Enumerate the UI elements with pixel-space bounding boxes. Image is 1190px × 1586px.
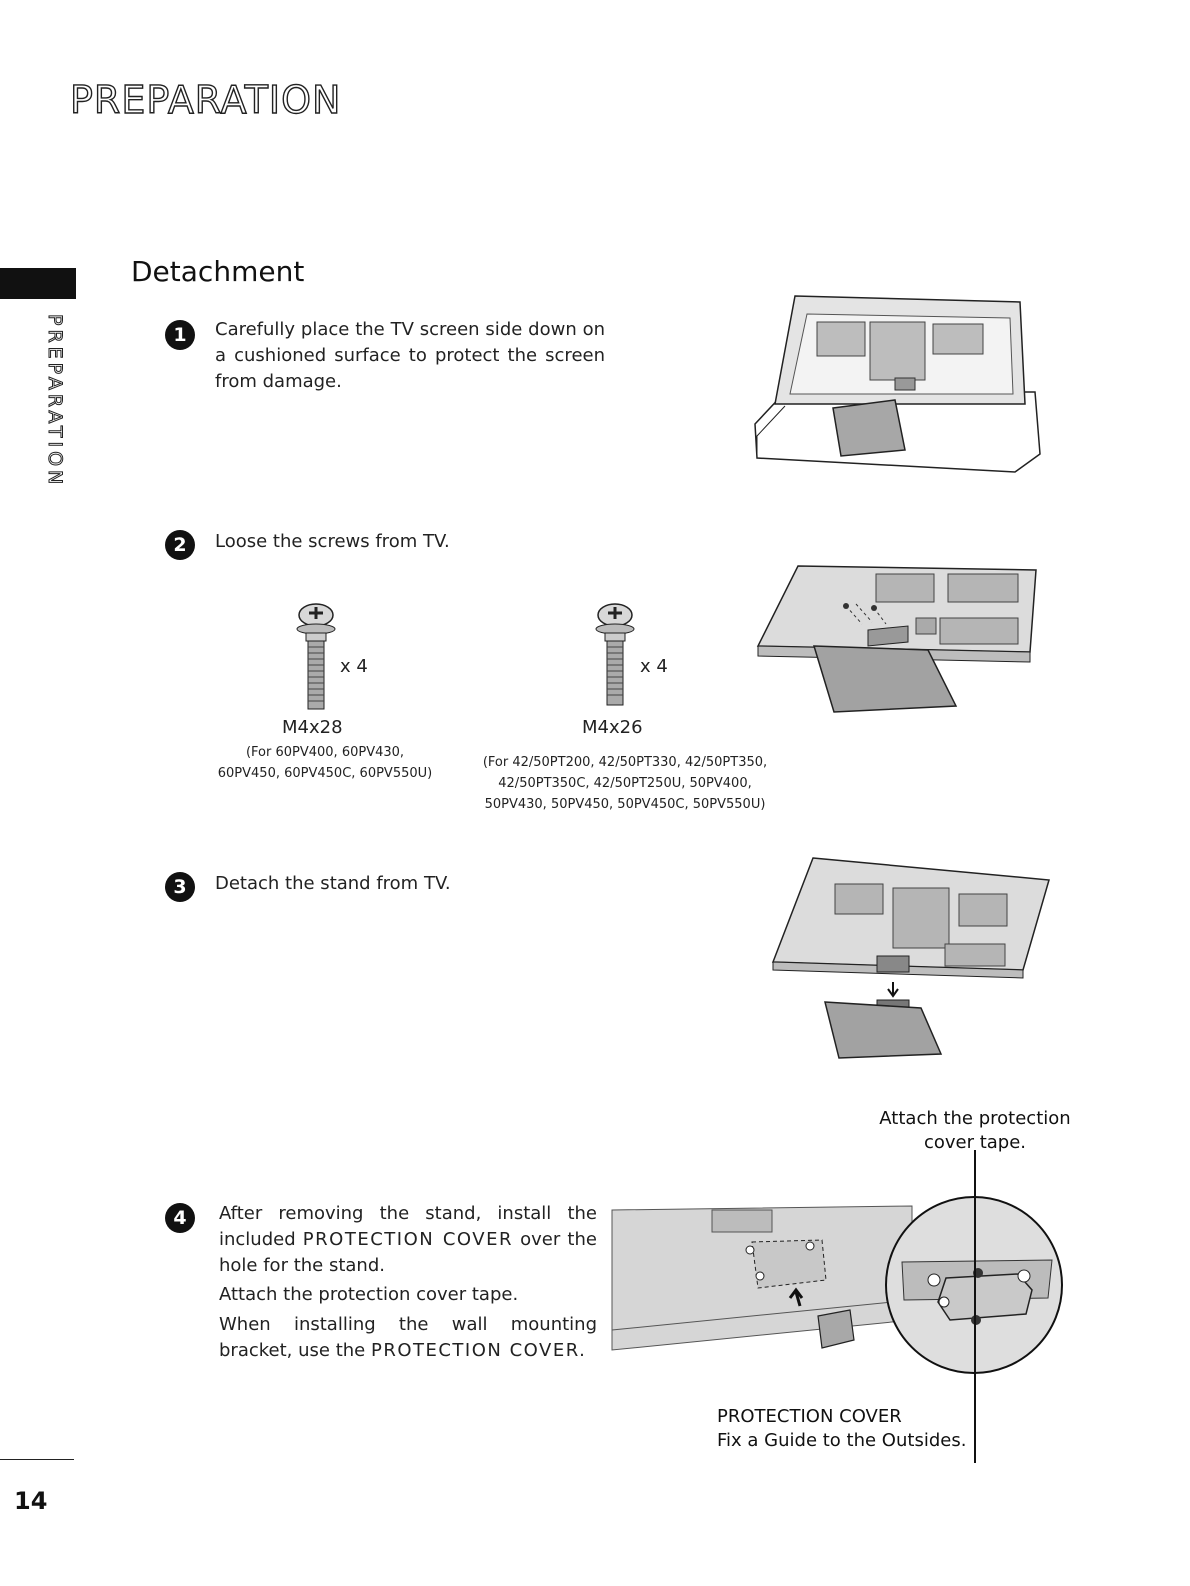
step-4-tape-text: Attach the protection cover tape.	[219, 1284, 519, 1305]
screw-m4x26-models: (For 42/50PT200, 42/50PT330, 42/50PT350,…	[482, 755, 768, 812]
step-1-text: Carefully place the TV screen side down …	[215, 319, 605, 392]
screw-m4x28-quantity: x 4	[340, 656, 368, 677]
side-tab-label: PREPARATION	[44, 313, 67, 489]
step-1-number: 1	[165, 320, 195, 350]
detach-stand-illustration	[771, 857, 1050, 1059]
step-4-bracket-text: When installing the wall mounting bracke…	[219, 1314, 597, 1361]
screw-m4x26-icon	[595, 603, 635, 706]
callout-tape: Attach the protection cover tape.	[879, 1108, 1071, 1153]
step-4-number: 4	[165, 1203, 195, 1233]
page-title: PREPARATION	[69, 77, 342, 122]
screw-m4x28-icon	[296, 603, 336, 710]
step-3-number: 3	[165, 872, 195, 902]
step-2-text: Loose the screws from TV.	[215, 531, 450, 552]
screw-m4x26-quantity: x 4	[640, 656, 668, 677]
callout-protection-cover: PROTECTION COVER Fix a Guide to the Outs…	[717, 1406, 967, 1451]
section-title: Detachment	[131, 255, 305, 288]
tv-face-down-illustration	[754, 295, 1041, 473]
screw-m4x28-models: (For 60PV400, 60PV430, 60PV450, 60PV450C…	[217, 745, 433, 781]
protection-cover-illustration	[611, 1196, 1063, 1374]
page-number: 14	[14, 1487, 48, 1515]
callout-leader-lines	[974, 1150, 976, 1463]
step-3-text: Detach the stand from TV.	[215, 873, 451, 894]
step-2-number: 2	[165, 530, 195, 560]
step-4-text: After removing the stand, install the in…	[219, 1203, 597, 1276]
remove-screws-illustration	[756, 565, 1037, 713]
screw-m4x28-label: M4x28	[282, 717, 343, 738]
side-tab-marker	[0, 268, 76, 299]
footer-rule	[0, 1459, 74, 1460]
screw-m4x26-label: M4x26	[582, 717, 643, 738]
